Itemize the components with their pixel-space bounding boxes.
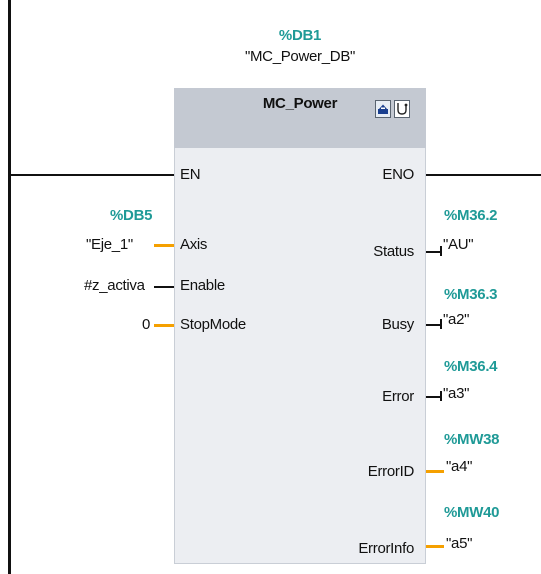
pin-error: Error xyxy=(382,388,414,405)
status-value[interactable]: "AU" xyxy=(443,236,474,253)
status-coil-mark xyxy=(440,246,442,256)
mc-power-block[interactable] xyxy=(174,88,426,564)
busy-connector xyxy=(426,324,442,326)
stopmode-connector xyxy=(154,324,174,327)
errorinfo-connector xyxy=(426,545,444,548)
block-header[interactable] xyxy=(174,88,426,148)
errorid-value[interactable]: "a4" xyxy=(446,458,473,475)
errorinfo-value[interactable]: "a5" xyxy=(446,535,473,552)
pin-errorinfo: ErrorInfo xyxy=(358,540,414,557)
pin-axis: Axis xyxy=(180,236,208,253)
instance-db-address[interactable]: %DB1 xyxy=(278,27,322,44)
enable-value[interactable]: #z_activa xyxy=(84,277,145,294)
pin-stopmode: StopMode xyxy=(180,316,246,333)
axis-address[interactable]: %DB5 xyxy=(110,207,153,224)
pin-eno: ENO xyxy=(382,166,414,183)
db-block-icon-graphic xyxy=(378,104,388,114)
axis-value[interactable]: "Eje_1" xyxy=(86,236,133,253)
error-coil-mark xyxy=(440,391,442,401)
error-connector xyxy=(426,396,442,398)
error-address[interactable]: %M36.4 xyxy=(444,358,498,375)
pin-status: Status xyxy=(373,243,414,260)
error-value[interactable]: "a3" xyxy=(443,385,470,402)
pin-enable: Enable xyxy=(180,277,225,294)
status-address[interactable]: %M36.2 xyxy=(444,207,498,224)
status-connector xyxy=(426,251,442,253)
axis-connector xyxy=(154,244,174,247)
errorinfo-address[interactable]: %MW40 xyxy=(444,504,500,521)
stopmode-value[interactable]: 0 xyxy=(142,316,151,333)
instance-db-name[interactable]: "MC_Power_DB" xyxy=(244,48,356,65)
busy-address[interactable]: %M36.3 xyxy=(444,286,498,303)
errorid-address[interactable]: %MW38 xyxy=(444,431,500,448)
busy-coil-mark xyxy=(440,319,442,329)
diagnostics-icon[interactable] xyxy=(394,100,410,118)
pin-busy: Busy xyxy=(381,316,414,333)
busy-value[interactable]: "a2" xyxy=(443,311,470,328)
enable-connector xyxy=(154,286,174,288)
pin-errorid: ErrorID xyxy=(367,463,415,480)
power-rail xyxy=(8,0,11,574)
db-block-icon[interactable] xyxy=(375,100,391,118)
block-title[interactable]: MC_Power xyxy=(262,95,338,112)
errorid-connector xyxy=(426,470,444,473)
diagnostics-icon-graphic xyxy=(397,103,408,115)
pin-en: EN xyxy=(180,166,201,183)
eno-wire[interactable] xyxy=(425,174,541,176)
en-wire[interactable] xyxy=(10,174,174,176)
